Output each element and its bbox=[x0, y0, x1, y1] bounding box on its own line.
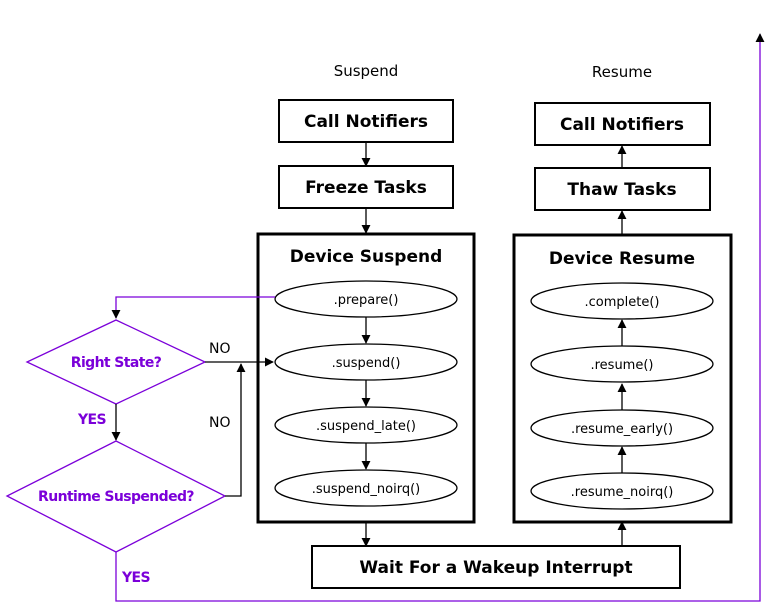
resume-early-callback: .resume_early() bbox=[530, 409, 714, 447]
suspend-late-callback-label: .suspend_late() bbox=[316, 419, 416, 434]
no-label-right-state: NO bbox=[209, 341, 231, 357]
prepare-callback-label: .prepare() bbox=[334, 293, 399, 308]
edge-runtime-suspended-no bbox=[225, 363, 246, 497]
complete-callback-label: .complete() bbox=[585, 295, 660, 310]
resume-noirq-callback-label: .resume_noirq() bbox=[571, 485, 674, 500]
suspend-call-notifiers-label: Call Notifiers bbox=[304, 112, 428, 132]
right-state-label: Right State? bbox=[71, 355, 162, 371]
thaw-tasks-label: Thaw Tasks bbox=[567, 180, 676, 200]
no-label-runtime-suspended: NO bbox=[209, 415, 231, 431]
edge-prepare-to-right-state bbox=[111, 296, 275, 319]
wakeup-interrupt-label: Wait For a Wakeup Interrupt bbox=[359, 558, 632, 578]
suspend-noirq-callback: .suspend_noirq() bbox=[274, 469, 458, 507]
yes-label-right-state: YES bbox=[77, 412, 107, 428]
prepare-callback: .prepare() bbox=[274, 280, 458, 318]
device-suspend-label: Device Suspend bbox=[290, 247, 443, 267]
device-resume-label: Device Resume bbox=[549, 249, 695, 269]
resume-callback: .resume() bbox=[530, 345, 714, 383]
resume-call-notifiers-label: Call Notifiers bbox=[560, 115, 684, 135]
freeze-tasks-label: Freeze Tasks bbox=[305, 178, 427, 198]
resume-noirq-callback: .resume_noirq() bbox=[530, 472, 714, 510]
suspend-noirq-callback-label: .suspend_noirq() bbox=[312, 482, 420, 497]
resume-callback-label: .resume() bbox=[590, 358, 653, 373]
freeze-tasks-box: Freeze Tasks bbox=[278, 165, 454, 209]
resume-heading: Resume bbox=[592, 63, 652, 81]
runtime-suspended-decision: Runtime Suspended? bbox=[5, 440, 227, 553]
wakeup-interrupt-box: Wait For a Wakeup Interrupt bbox=[311, 545, 681, 589]
resume-early-callback-label: .resume_early() bbox=[571, 422, 673, 437]
runtime-suspended-label: Runtime Suspended? bbox=[38, 489, 194, 505]
suspend-heading: Suspend bbox=[334, 62, 399, 80]
yes-label-runtime-suspended: YES bbox=[121, 570, 151, 586]
resume-call-notifiers-box: Call Notifiers bbox=[534, 102, 711, 146]
edge-runtime-suspended-yes bbox=[115, 33, 765, 602]
suspend-call-notifiers-box: Call Notifiers bbox=[278, 99, 454, 143]
complete-callback: .complete() bbox=[530, 282, 714, 320]
suspend-callback: .suspend() bbox=[274, 343, 458, 381]
suspend-late-callback: .suspend_late() bbox=[274, 406, 458, 444]
right-state-decision: Right State? bbox=[25, 319, 207, 405]
thaw-tasks-box: Thaw Tasks bbox=[534, 167, 711, 211]
suspend-callback-label: .suspend() bbox=[332, 356, 401, 371]
